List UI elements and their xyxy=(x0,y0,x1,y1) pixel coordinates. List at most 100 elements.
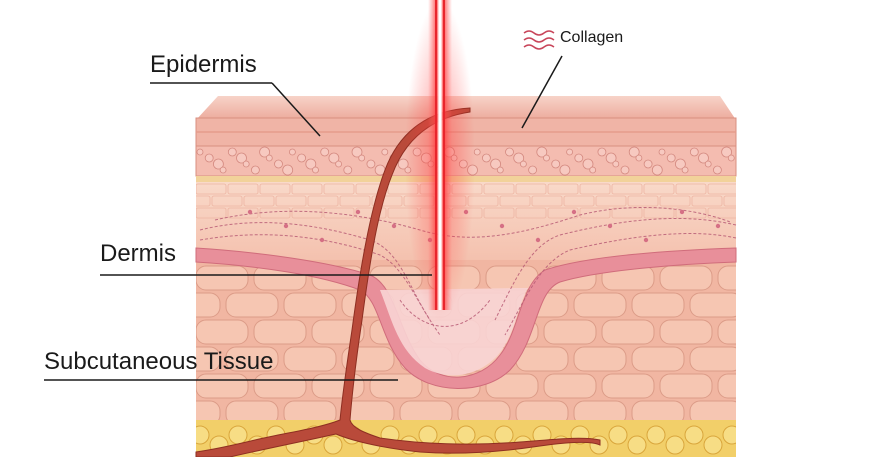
subcutaneous-cell xyxy=(311,373,365,399)
subcutaneous-cell xyxy=(225,346,279,372)
collagen-node xyxy=(355,209,361,215)
subcutaneous-cell xyxy=(601,319,655,345)
epidermis-cell xyxy=(227,147,237,157)
epidermis-cell xyxy=(297,153,307,163)
subcutaneous-cell xyxy=(485,373,539,399)
dermis-brick xyxy=(227,183,259,195)
blood-vessel xyxy=(195,107,601,458)
dermis-brick xyxy=(547,183,579,195)
subcutaneous-cell xyxy=(283,292,337,318)
collagen-node xyxy=(607,223,613,229)
fat-cell xyxy=(196,425,210,445)
subcutaneous-cell xyxy=(543,319,597,345)
epidermis-cell xyxy=(582,158,594,170)
collagen-fibers xyxy=(199,206,737,336)
subcutaneous-cell xyxy=(573,346,627,372)
dermis-brick xyxy=(579,183,611,195)
dermis-brick xyxy=(611,207,643,219)
epidermis-cell xyxy=(635,154,643,162)
subcutaneous-cell xyxy=(196,400,221,426)
dermis-brick xyxy=(339,195,371,207)
subcutaneous-cell xyxy=(369,373,423,399)
epidermis-cell xyxy=(305,158,317,170)
epidermis-cell xyxy=(265,154,273,162)
epidermis-cell xyxy=(328,152,340,164)
collagen-label: Collagen xyxy=(560,29,624,46)
epidermis-cell xyxy=(366,159,376,169)
epidermis-cell xyxy=(312,166,319,174)
fat-cell xyxy=(684,425,704,445)
dermis-brick xyxy=(675,183,707,195)
subcutaneous-cell xyxy=(659,319,713,345)
epidermis-cell xyxy=(196,148,204,156)
dermis-brick xyxy=(243,195,275,207)
epidermis-cell xyxy=(381,148,389,156)
epidermis-cell xyxy=(282,164,294,176)
dermis-brick xyxy=(371,195,403,207)
epidermis-cell xyxy=(666,153,676,163)
epidermis-cell xyxy=(704,160,712,168)
epidermis-cell xyxy=(605,152,617,164)
dermis-brick xyxy=(483,183,515,195)
epidermis-cell xyxy=(643,159,653,169)
epidermis-cell xyxy=(490,158,502,170)
dermis-brick xyxy=(483,207,515,219)
subcutaneous-cell xyxy=(196,292,221,318)
epidermis-cell xyxy=(242,160,250,168)
epidermis-cell xyxy=(620,165,630,175)
dermis-brick xyxy=(307,195,339,207)
dermis-brick xyxy=(196,207,227,219)
dermis-brick xyxy=(227,207,259,219)
subcutaneous-cell xyxy=(283,346,337,372)
dermis-brick xyxy=(707,207,736,219)
subcutaneous-cell xyxy=(573,292,627,318)
epidermis-cell xyxy=(689,147,699,157)
epidermis-cell xyxy=(543,154,550,162)
dermis-brick xyxy=(691,195,723,207)
dermis-brick xyxy=(740,208,770,218)
epidermis-cell xyxy=(513,152,525,164)
epidermis-cell xyxy=(274,159,283,169)
collagen-node xyxy=(391,223,397,229)
fat-cell xyxy=(722,425,736,445)
epidermis-cell xyxy=(204,153,214,163)
dermis-brick xyxy=(707,183,736,195)
collagen-node xyxy=(643,237,649,243)
epidermis-cell xyxy=(250,165,260,175)
collagen-node xyxy=(571,209,577,215)
dermis-brick xyxy=(579,207,611,219)
fat-cell xyxy=(228,425,248,445)
epidermis-cell xyxy=(713,165,722,175)
collagen-node xyxy=(535,237,541,243)
collagen-fiber xyxy=(504,233,737,336)
dermis-brick xyxy=(740,184,770,194)
dermis-brick xyxy=(323,207,355,219)
collagen-node xyxy=(715,223,721,229)
collagen-node xyxy=(247,209,253,215)
collagen-fiber xyxy=(494,217,737,321)
fat-cell xyxy=(418,425,438,445)
subcutaneous-cell xyxy=(543,373,597,399)
epidermis-cell xyxy=(288,148,296,156)
dermis-brick xyxy=(563,195,595,207)
dermis-brick xyxy=(291,207,323,219)
dermis-brick xyxy=(259,183,291,195)
subcutaneous-cell xyxy=(253,319,307,345)
dermis-brick xyxy=(515,207,547,219)
epidermis-cell xyxy=(219,166,227,174)
dermis-brick xyxy=(196,183,227,195)
dermis-label: Dermis xyxy=(100,240,176,267)
subcutaneous-tissue-label: Subcutaneous Tissue xyxy=(44,348,274,375)
epidermis-cell xyxy=(335,160,343,168)
epidermis-cell xyxy=(628,146,640,158)
epidermis-cell xyxy=(597,147,607,157)
collagen-node xyxy=(283,223,289,229)
subcutaneous-cell xyxy=(225,292,279,318)
subcutaneous-cell xyxy=(717,373,736,399)
epidermis-cell xyxy=(496,166,504,174)
subcutaneous-cell xyxy=(717,265,736,291)
dermis-brick xyxy=(547,207,579,219)
epidermis-cell xyxy=(212,158,224,170)
